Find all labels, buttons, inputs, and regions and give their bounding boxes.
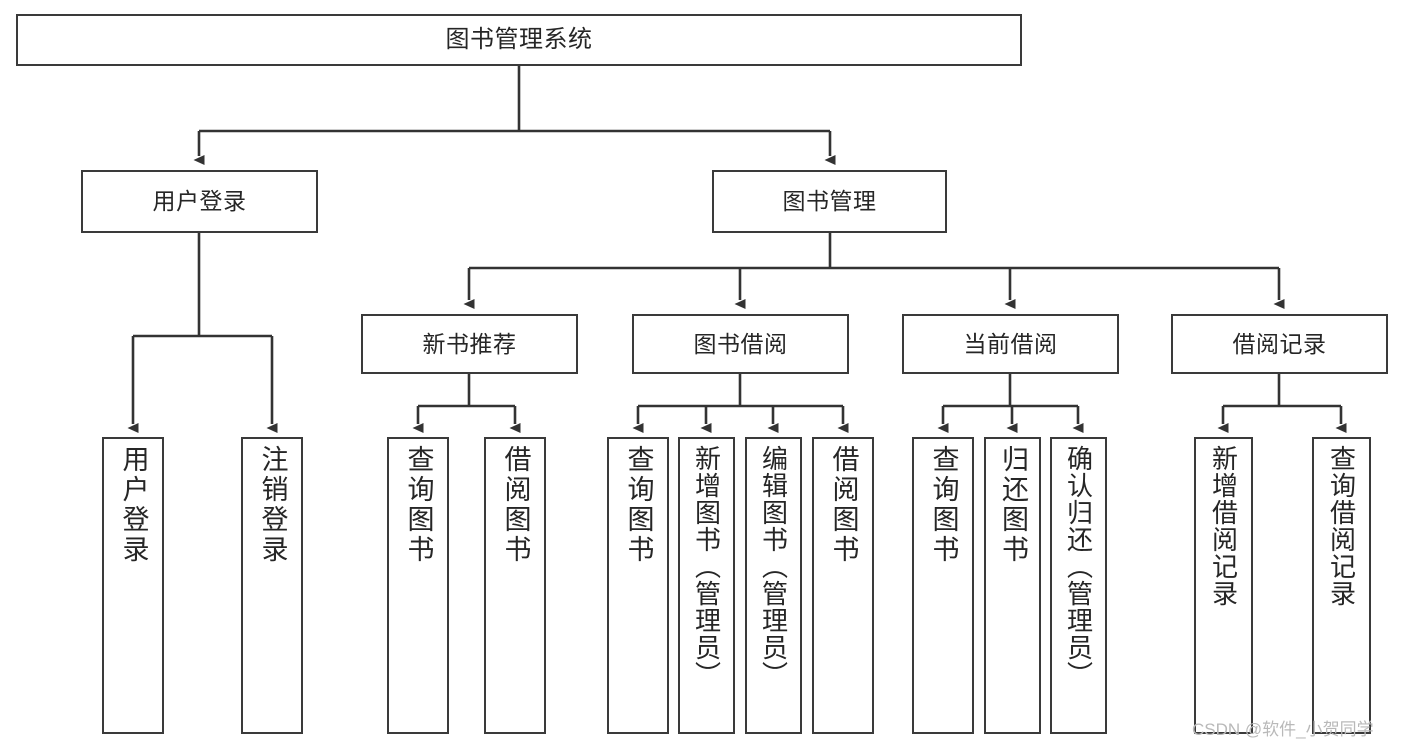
node-leaf-borrow-book[interactable]: 借阅图书	[812, 437, 874, 734]
node-label: 新增借阅记录	[1208, 445, 1239, 607]
node-current-borrow[interactable]: 当前借阅	[902, 314, 1119, 374]
node-label: 图书借阅	[693, 330, 788, 357]
node-label: 用户登录	[152, 188, 247, 215]
node-leaf-add-book-admin[interactable]: 新增图书（管理员）	[678, 437, 735, 734]
node-leaf-query-book-recommend[interactable]: 查询图书	[387, 437, 449, 734]
node-label: 新书推荐	[422, 330, 517, 357]
node-leaf-borrow-book-recommend[interactable]: 借阅图书	[484, 437, 546, 734]
node-label: 查询图书	[928, 445, 959, 565]
node-label: 查询图书	[623, 445, 654, 565]
node-leaf-return-book[interactable]: 归还图书	[984, 437, 1041, 734]
node-label: 图书管理系统	[445, 26, 593, 54]
node-label: 借阅图书	[500, 445, 531, 565]
node-label: 归还图书	[998, 445, 1028, 565]
node-leaf-add-borrow-record[interactable]: 新增借阅记录	[1194, 437, 1253, 734]
node-label: 当前借阅	[963, 330, 1058, 357]
node-label: 借阅图书	[828, 445, 859, 565]
node-book-manage[interactable]: 图书管理	[712, 170, 947, 233]
node-label: 注销登录	[257, 445, 288, 565]
node-label: 用户登录	[118, 445, 149, 565]
node-label: 编辑图书（管理员）	[758, 445, 789, 688]
node-leaf-query-borrow-record[interactable]: 查询借阅记录	[1312, 437, 1371, 734]
node-label: 确认归还（管理员）	[1063, 445, 1094, 688]
node-label: 新增图书（管理员）	[691, 445, 722, 688]
node-user-login[interactable]: 用户登录	[81, 170, 318, 233]
node-leaf-query-book-borrow[interactable]: 查询图书	[607, 437, 669, 734]
node-label: 图书管理	[782, 188, 877, 215]
watermark: CSDN @软件_小贺同学	[1192, 720, 1374, 739]
node-label: 借阅记录	[1232, 330, 1327, 357]
node-root-system[interactable]: 图书管理系统	[16, 14, 1022, 66]
node-leaf-logout[interactable]: 注销登录	[241, 437, 303, 734]
node-label: 查询图书	[403, 445, 434, 565]
node-borrow-record[interactable]: 借阅记录	[1171, 314, 1388, 374]
node-book-borrow[interactable]: 图书借阅	[632, 314, 849, 374]
node-label: 查询借阅记录	[1326, 445, 1357, 607]
node-leaf-user-login[interactable]: 用户登录	[102, 437, 164, 734]
node-new-book-recommend[interactable]: 新书推荐	[361, 314, 578, 374]
node-leaf-query-book-current[interactable]: 查询图书	[912, 437, 974, 734]
node-leaf-confirm-return-admin[interactable]: 确认归还（管理员）	[1050, 437, 1107, 734]
node-leaf-edit-book-admin[interactable]: 编辑图书（管理员）	[745, 437, 802, 734]
